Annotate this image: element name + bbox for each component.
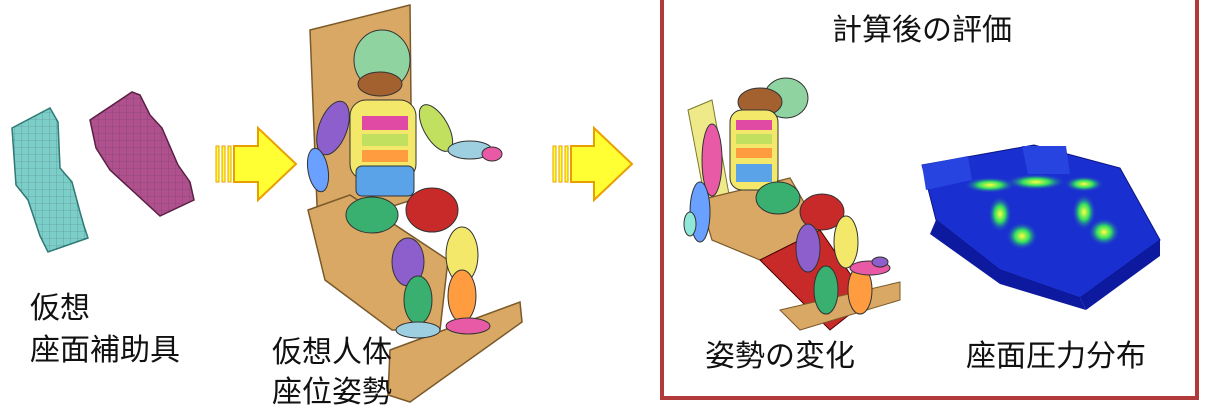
- teal-seat-aid-mesh: [11, 106, 89, 253]
- virtual-label: 仮想: [30, 291, 90, 326]
- seat-pressure-label: 座面圧力分布: [966, 339, 1146, 374]
- virtual-body-model: [306, 4, 523, 403]
- evaluation-frame: [660, 0, 1199, 400]
- sitting-posture-label: 座位姿勢: [272, 375, 392, 410]
- posture-change-model: [683, 77, 901, 331]
- posture-change-label: 姿勢の変化: [705, 339, 855, 374]
- flow-arrow-icon: [552, 125, 634, 203]
- seat-aid-label: 座面補助具: [30, 333, 180, 368]
- evaluation-title: 計算後の評価: [832, 13, 1012, 48]
- seat-pressure-map: [921, 144, 1161, 310]
- magenta-seat-aid-mesh: [89, 91, 195, 217]
- flow-arrow-icon: [215, 125, 298, 203]
- virtual-body-label: 仮想人体: [272, 335, 392, 370]
